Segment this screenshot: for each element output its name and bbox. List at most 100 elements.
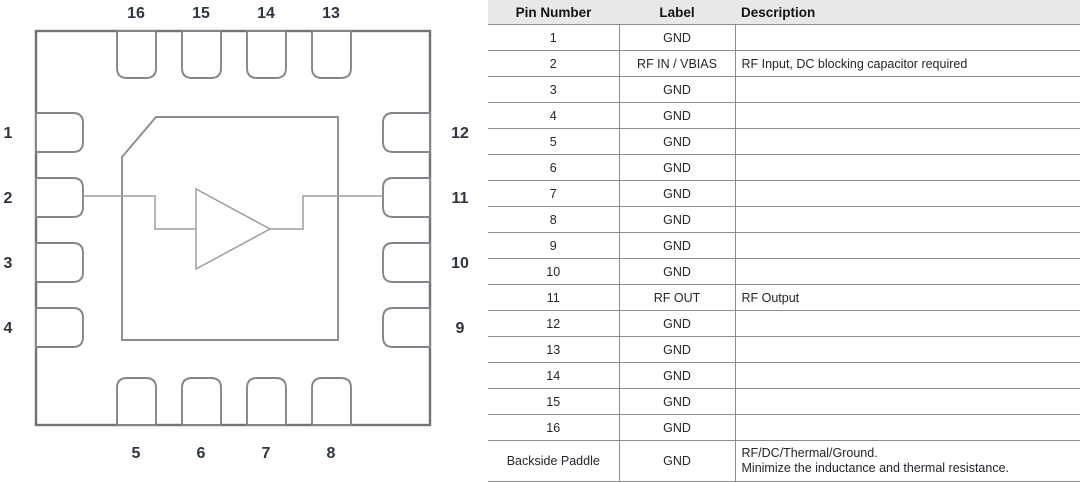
cell-pin-number: 5: [488, 128, 620, 155]
cell-pin-number: 11: [488, 284, 620, 311]
cell-label: GND: [619, 206, 736, 233]
backside-paddle-outline: [121, 116, 339, 341]
pad-12: [382, 112, 431, 153]
cell-label: GND: [619, 232, 736, 259]
top-pads: [116, 30, 352, 79]
cell-description: [735, 76, 1080, 103]
cell-description: [735, 206, 1080, 233]
cell-label: GND: [619, 24, 736, 51]
description-line-2: Minimize the inductance and thermal resi…: [741, 461, 1010, 475]
cell-pin-number: 13: [488, 336, 620, 363]
pad-11: [382, 177, 431, 218]
cell-pin-number: Backside Paddle: [488, 440, 620, 482]
cell-pin-number: 15: [488, 388, 620, 415]
package-pinout-diagram: 16 15 14 13 1 2 3 4 5 6 7 8 12 11 10: [0, 0, 480, 461]
pad-1: [35, 112, 84, 153]
cell-label: GND: [619, 154, 736, 181]
rf-output-trace: [270, 195, 383, 230]
cell-label: GND: [619, 180, 736, 207]
pin-label-10: 10: [451, 255, 469, 272]
right-pads: [382, 112, 431, 348]
cell-description: [735, 310, 1080, 337]
pin-label-6: 6: [197, 445, 206, 461]
pin-label-5: 5: [132, 445, 141, 461]
cell-pin-number: 2: [488, 50, 620, 77]
pin-label-4: 4: [4, 320, 13, 337]
pin-label-2: 2: [4, 190, 13, 207]
cell-description: RF Output: [735, 284, 1080, 311]
table-header: Pin Number Label Description: [488, 0, 1080, 25]
cell-pin-number: 6: [488, 154, 620, 181]
cell-description: [735, 154, 1080, 181]
pad-4: [35, 307, 84, 348]
pin-number-labels-right: 12 11 10 9: [451, 125, 469, 337]
pad-13: [311, 30, 352, 79]
cell-pin-number: 14: [488, 362, 620, 389]
cell-pin-number: 7: [488, 180, 620, 207]
pad-2: [35, 177, 84, 218]
column-header-pin-number: Pin Number: [488, 0, 619, 25]
cell-pin-number: 12: [488, 310, 620, 337]
cell-description: [735, 180, 1080, 207]
description-line-1: RF/DC/Thermal/Ground.: [741, 446, 878, 461]
cell-label: GND: [619, 76, 736, 103]
pad-15: [181, 30, 222, 79]
pin-label-1: 1: [4, 125, 13, 142]
cell-label: GND: [619, 362, 736, 389]
pin-label-9: 9: [456, 320, 465, 337]
cell-description: RF/DC/Thermal/Ground.Minimize the induct…: [735, 440, 1080, 482]
pin-label-16: 16: [127, 5, 145, 22]
cell-pin-number: 3: [488, 76, 620, 103]
pin-label-15: 15: [192, 5, 210, 22]
cell-description: [735, 258, 1080, 285]
cell-description: [735, 414, 1080, 441]
pad-8: [311, 377, 352, 426]
cell-description: [735, 232, 1080, 259]
cell-label: GND: [619, 102, 736, 129]
cell-pin-number: 9: [488, 232, 620, 259]
bottom-pads: [116, 377, 352, 426]
left-pads: [35, 112, 84, 348]
cell-description: [735, 128, 1080, 155]
pad-9: [382, 307, 431, 348]
amplifier-triangle-icon: [195, 187, 272, 271]
pin-label-12: 12: [451, 125, 469, 142]
pin-label-8: 8: [327, 445, 336, 461]
cell-description: [735, 24, 1080, 51]
cell-description: RF Input, DC blocking capacitor required: [735, 50, 1080, 77]
cell-label: GND: [619, 128, 736, 155]
rf-input-trace: [83, 195, 196, 230]
cell-label: GND: [619, 336, 736, 363]
pinout-svg: 16 15 14 13 1 2 3 4 5 6 7 8 12 11 10: [4, 5, 469, 461]
cell-label: GND: [619, 258, 736, 285]
pin-number-labels-bottom: 5 6 7 8: [132, 445, 336, 461]
cell-pin-number: 1: [488, 24, 620, 51]
cell-pin-number: 16: [488, 414, 620, 441]
pad-14: [246, 30, 287, 79]
cell-label: RF IN / VBIAS: [619, 50, 736, 77]
pad-7: [246, 377, 287, 426]
pin-label-11: 11: [452, 190, 469, 207]
pad-10: [382, 242, 431, 283]
cell-description: [735, 102, 1080, 129]
cell-label: GND: [619, 310, 736, 337]
pad-16: [116, 30, 157, 79]
cell-description: [735, 362, 1080, 389]
